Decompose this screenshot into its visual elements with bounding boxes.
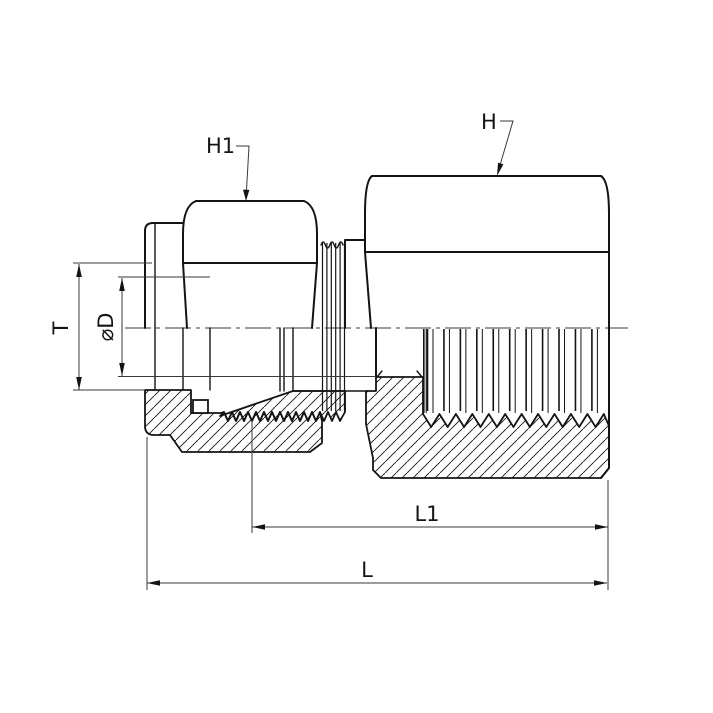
body-section [365,376,610,479]
dimension-t: T [49,262,152,391]
label-h-leader: H [481,110,514,176]
dim-label-t: T [49,321,73,335]
cutting-ring-section [192,399,209,414]
section-hatching [144,376,610,479]
label-h1-leader: H1 [206,134,250,201]
male-thread-external [320,239,366,411]
dimension-d: ⌀D [94,276,376,377]
label-h1: H1 [206,134,235,158]
section-internal-edges [154,327,423,413]
dim-label-l1: L1 [414,502,439,526]
dim-label-d: ⌀D [94,313,118,342]
nut-outline [144,200,318,329]
dimension-l: L [146,437,609,590]
dim-label-l: L [361,558,373,582]
body-stub-section [219,390,346,422]
label-h: H [481,110,497,134]
dimension-l1: L1 [251,420,608,533]
body-outline [364,175,610,479]
female-thread-lines [422,329,598,413]
